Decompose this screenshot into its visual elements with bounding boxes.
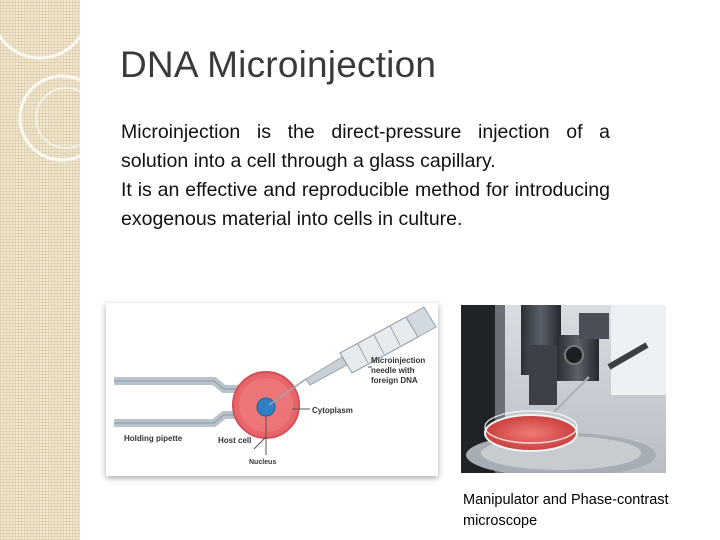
- label-holding-pipette: Holding pipette: [124, 434, 183, 443]
- injection-needle-shape: [268, 306, 437, 406]
- decorative-side-panel: [0, 0, 80, 540]
- label-nucleus: Nucleus: [249, 459, 276, 466]
- paragraph-definition: Microinjection is the direct-pressure in…: [121, 121, 610, 172]
- body-text: Microinjection is the direct-pressure in…: [121, 118, 610, 234]
- slide-title: DNA Microinjection: [120, 44, 437, 85]
- label-needle-line2: needle with: [371, 366, 415, 375]
- label-needle-line1: Microinjection: [371, 356, 425, 365]
- nucleus-shape: [256, 397, 276, 417]
- label-cytoplasm: Cytoplasm: [312, 406, 353, 415]
- paragraph-method: It is an effective and reproducible meth…: [121, 179, 610, 230]
- label-needle-line3: foreign DNA: [371, 376, 418, 385]
- holding-pipette-shape: [114, 377, 243, 427]
- photo-caption: Manipulator and Phase-contrast microscop…: [463, 492, 669, 529]
- microscope-photo: [461, 305, 666, 473]
- decorative-circles: [0, 33, 80, 162]
- label-host-cell: Host cell: [218, 436, 251, 445]
- microinjection-diagram: Microinjection needle with foreign DNA C…: [106, 303, 438, 476]
